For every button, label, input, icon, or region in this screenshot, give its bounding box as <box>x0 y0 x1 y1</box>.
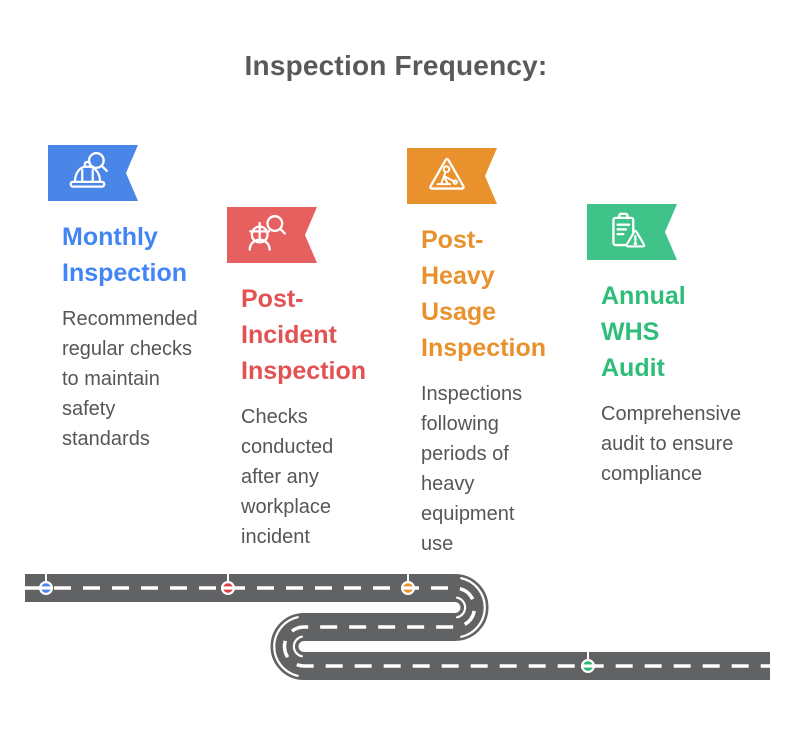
post-heavy-usage-heading: Post- Heavy Usage Inspection <box>421 226 547 362</box>
milestone-marker-post-incident <box>221 565 235 595</box>
milestone-marker-post-heavy-usage <box>401 565 415 595</box>
monthly-inspection-badge <box>48 145 138 201</box>
annual-whs-audit-heading: Annual WHS Audit <box>601 282 686 382</box>
road-surface <box>25 574 770 680</box>
annual-whs-audit-badge <box>587 204 677 260</box>
annual-whs-audit-description: Comprehensive audit to ensure compliance <box>601 403 742 485</box>
post-incident-badge <box>227 207 317 263</box>
roadwork-sign-icon <box>424 153 470 199</box>
post-heavy-usage-description: Inspections following periods of heavy e… <box>421 383 523 555</box>
road-timeline <box>25 565 770 680</box>
milestone-marker-monthly <box>39 565 53 595</box>
post-heavy-usage-badge <box>407 148 497 204</box>
column-post-incident-inspection: Post- Incident Inspection Checks conduct… <box>227 207 397 552</box>
helmet-magnifier-icon <box>65 150 111 196</box>
page-title: Inspection Frequency: <box>244 50 548 81</box>
worker-magnifier-icon <box>244 212 290 258</box>
monthly-inspection-description: Recommended regular checks to maintain s… <box>62 308 198 450</box>
column-monthly-inspection: Monthly Inspection Recommended regular c… <box>48 145 218 454</box>
post-incident-description: Checks conducted after any workplace inc… <box>241 406 334 548</box>
post-incident-heading: Post- Incident Inspection <box>241 285 367 385</box>
column-post-heavy-usage-inspection: Post- Heavy Usage Inspection Inspections… <box>407 148 579 559</box>
milestone-marker-annual-whs <box>581 643 595 673</box>
column-annual-whs-audit: Annual WHS Audit Comprehensive audit to … <box>587 204 775 489</box>
clipboard-warning-icon <box>604 209 650 255</box>
monthly-inspection-heading: Monthly Inspection <box>62 223 188 287</box>
road-center-line <box>25 586 770 668</box>
road-curve-edge-lines <box>273 577 486 677</box>
